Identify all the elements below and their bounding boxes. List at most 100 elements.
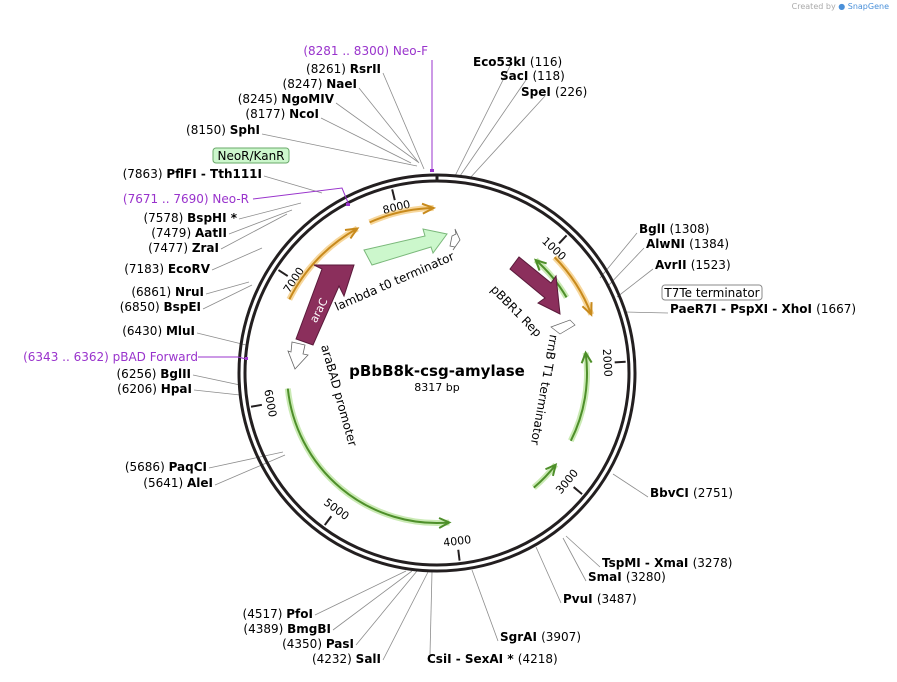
site-label-33[interactable]: (8261) RsrII: [306, 62, 381, 76]
tick-label-5000: 5000: [321, 496, 351, 523]
site-label-5[interactable]: AvrII (1523): [655, 258, 731, 272]
rrnb-t1-terminator-label: rrnB T1 terminator: [528, 333, 561, 446]
site-label-31[interactable]: (8245) NgoMIV: [238, 92, 335, 106]
site-leader-0: [454, 65, 511, 177]
site-leader-5: [616, 268, 654, 298]
orf-arc-rep-outer[interactable]: [553, 256, 593, 315]
primer-label-2[interactable]: (6343 .. 6362) pBAD Forward: [23, 350, 198, 364]
site-leader-17: [214, 454, 286, 486]
site-label-12[interactable]: CsiI - SexAI * (4218): [427, 652, 558, 666]
site-label-28[interactable]: (7863) PflFI - Tth111I: [123, 167, 262, 181]
site-label-21[interactable]: (6430) MluI: [122, 324, 195, 338]
site-leader-11: [471, 569, 499, 642]
orf-arc-rep-outer-head: [581, 302, 593, 317]
site-leader-33: [382, 72, 425, 170]
lambda-t0-terminator-arrow[interactable]: [363, 228, 448, 266]
site-label-29[interactable]: (8150) SphI: [186, 123, 260, 137]
site-leader-20: [192, 374, 241, 386]
lambda-t0-terminator-label: lambda t0 terminator: [333, 249, 457, 314]
site-label-19[interactable]: (6206) HpaI: [117, 382, 192, 396]
site-label-1[interactable]: SacI (118): [500, 69, 565, 83]
tick-mark-8000: [391, 189, 396, 201]
site-label-2[interactable]: SpeI (226): [521, 85, 587, 99]
site-leader-14: [355, 570, 418, 646]
orf-arc-neor-b[interactable]: [288, 227, 358, 300]
credit-brand: SnapGene: [847, 2, 889, 11]
tick-mark-2000: [614, 360, 626, 364]
t7te-terminator-arrow[interactable]: [550, 319, 576, 335]
orf-arcs: [284, 202, 595, 529]
site-leader-9: [562, 537, 587, 582]
neor-kanr-box[interactable]: [212, 147, 290, 164]
site-label-27[interactable]: (7578) BspHI *: [143, 211, 237, 225]
neo-f-primer-mark[interactable]: [430, 169, 434, 172]
site-label-23[interactable]: (6861) NruI: [131, 285, 204, 299]
orf-arc-rep-inner-head: [533, 258, 547, 271]
tick-mark-3000: [573, 486, 583, 495]
neo-r-primer-leader: [252, 187, 350, 206]
site-label-3[interactable]: BglI (1308): [639, 222, 709, 236]
tick-label-6000: 6000: [261, 388, 279, 418]
plasmid-name: pBbB8k-csg-amylase: [349, 362, 525, 380]
arac-feature-arrow[interactable]: [295, 264, 355, 346]
site-label-30[interactable]: (8177) NcoI: [245, 107, 319, 121]
tick-label-4000: 4000: [443, 533, 472, 549]
site-leader-23: [205, 281, 250, 295]
site-label-26[interactable]: (7479) AatII: [151, 226, 227, 240]
site-leader-13: [382, 571, 429, 661]
orf-arc-neor-a-glow: [368, 205, 434, 226]
site-leader-26: [228, 209, 293, 235]
pbbr1-rep-arrow[interactable]: [509, 256, 561, 315]
credit-prefix: Created by: [791, 2, 836, 11]
site-label-16[interactable]: (4517) PfoI: [243, 607, 313, 621]
orf-arc-arabad-head: [438, 517, 452, 529]
site-label-25[interactable]: (7477) ZraI: [148, 241, 219, 255]
neo-r-primer-mark[interactable]: [346, 203, 350, 206]
tick-label-2000: 2000: [600, 348, 615, 377]
site-leader-29: [261, 133, 418, 167]
site-label-9[interactable]: SmaI (3280): [588, 570, 666, 584]
site-label-32[interactable]: (8247) NaeI: [283, 77, 357, 91]
plasmid-length: 8317 bp: [414, 381, 459, 394]
neor-kanr-label: NeoR/KanR: [217, 149, 284, 163]
orf-arc-arabad[interactable]: [286, 388, 450, 524]
site-label-6[interactable]: PaeR7I - PspXI - XhoI (1667): [670, 302, 856, 316]
arabad-promoter-arrow[interactable]: [287, 341, 309, 370]
primer-label-1[interactable]: (7671 .. 7690) Neo-R: [123, 192, 249, 206]
tick-mark-1000: [558, 234, 568, 245]
site-leader-21: [196, 332, 247, 346]
primer-label-0[interactable]: (8281 .. 8300) Neo-F: [303, 44, 428, 58]
tick-mark-4000: [457, 549, 461, 561]
site-label-15[interactable]: (4389) BmgBI: [243, 622, 331, 636]
orf-arc-rrnb-head: [580, 350, 593, 364]
site-label-14[interactable]: (4350) PasI: [282, 637, 354, 651]
site-leader-22: [202, 284, 253, 310]
site-label-24[interactable]: (7183) EcoRV: [124, 262, 211, 276]
site-leader-7: [612, 473, 649, 498]
site-label-11[interactable]: SgrAI (3907): [500, 630, 581, 644]
site-label-8[interactable]: TspMI - XmaI (3278): [602, 556, 732, 570]
t7te-terminator-label: T7Te terminator: [663, 286, 759, 300]
site-label-0[interactable]: Eco53kI (116): [473, 55, 562, 69]
site-label-20[interactable]: (6256) BglII: [117, 367, 192, 381]
site-label-22[interactable]: (6850) BspEI: [120, 300, 201, 314]
lambda-small-arrow[interactable]: [449, 228, 461, 251]
tick-mark-6000: [250, 403, 263, 408]
site-label-18[interactable]: (5686) PaqCI: [125, 460, 207, 474]
tick-mark-7000: [277, 269, 289, 277]
site-label-13[interactable]: (4232) SalI: [312, 652, 381, 666]
site-leader-6: [624, 311, 669, 314]
orf-arc-neor-a[interactable]: [369, 207, 434, 224]
site-leader-12: [429, 571, 433, 655]
orf-arc-rrnb[interactable]: [569, 352, 588, 442]
pbad-forward-primer-mark[interactable]: [245, 357, 248, 360]
site-label-4[interactable]: AlwNI (1384): [646, 237, 729, 251]
site-leader-19: [193, 389, 241, 396]
orf-arc-3000[interactable]: [533, 464, 557, 489]
site-leader-25: [220, 213, 288, 250]
t7te-terminator-box[interactable]: [661, 284, 763, 301]
site-leader-16: [314, 570, 407, 616]
site-label-10[interactable]: PvuI (3487): [563, 592, 637, 606]
site-label-7[interactable]: BbvCI (2751): [650, 486, 733, 500]
site-label-17[interactable]: (5641) AleI: [143, 476, 213, 490]
